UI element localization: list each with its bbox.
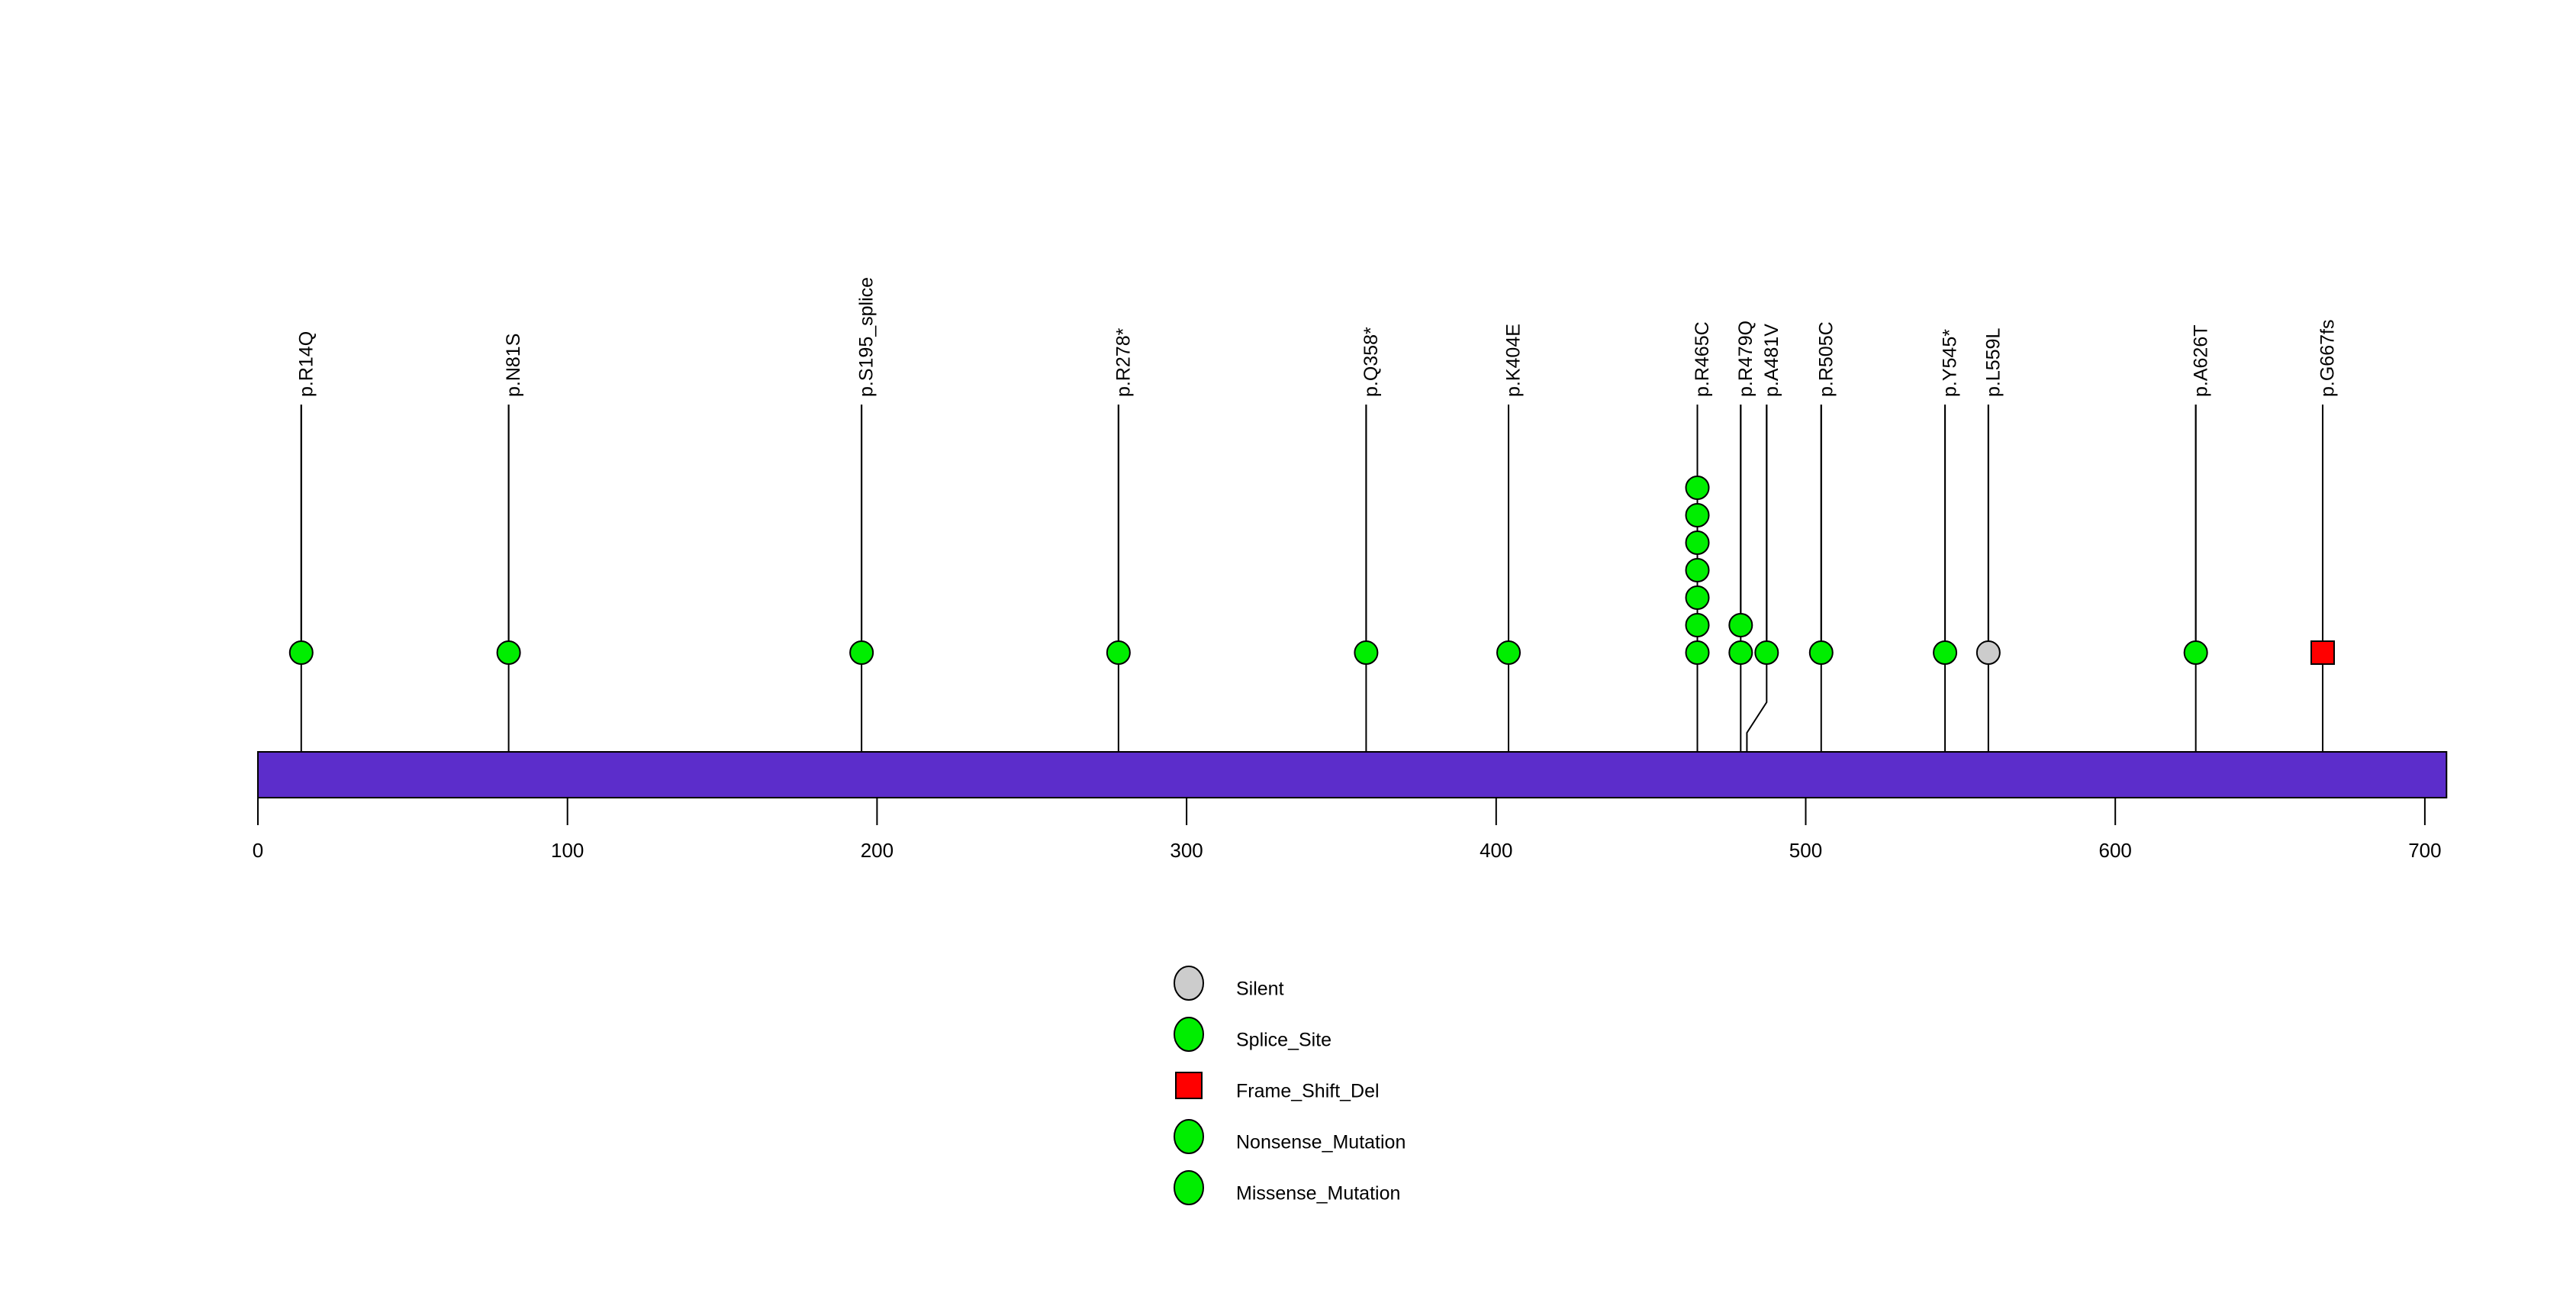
legend-entry-label: Missense_Mutation	[1236, 1183, 1400, 1205]
legend-entry-label: Splice_Site	[1236, 1030, 1331, 1051]
legend-swatch-circle	[1174, 1119, 1204, 1154]
legend-entry-label: Nonsense_Mutation	[1236, 1132, 1406, 1153]
x-axis-tick-label: 0	[253, 839, 263, 862]
x-axis-tick-label: 500	[1789, 839, 1822, 862]
legend: SilentSplice_SiteFrame_Shift_DelNonsense…	[1174, 966, 1406, 1205]
x-axis-tick-label: 100	[551, 839, 584, 862]
mutation-marker-square[interactable]	[2310, 640, 2336, 665]
legend-swatch-circle	[1174, 1170, 1204, 1205]
mutation-marker-circle[interactable]	[1975, 640, 2001, 665]
x-axis: 0 100 200 300 400 500 600 700	[253, 798, 2442, 862]
legend-swatch-circle	[1174, 966, 1204, 1001]
mutation-label: p.A481V	[1761, 324, 1782, 397]
mutation-label: p.R465C	[1692, 321, 1713, 397]
mutation-label: p.K404E	[1503, 324, 1525, 397]
mutation-marker-circle[interactable]	[1933, 640, 1958, 665]
mutation-marker-circle[interactable]	[1728, 613, 1753, 637]
mutation-marker-circle[interactable]	[1754, 640, 1779, 665]
mutation-labels-layer: p.R14Q p.N81S p.S195_splice p.R278* p.Q358* p…	[295, 277, 2338, 397]
mutation-label: p.R505C	[1815, 321, 1837, 397]
x-axis-tick-label: 300	[1170, 839, 1203, 862]
x-axis-tick-label: 700	[2408, 839, 2441, 862]
mutation-marker-circle[interactable]	[1685, 585, 1710, 610]
mutation-marker-circle[interactable]	[1685, 558, 1710, 582]
mutation-markers-layer	[288, 476, 2336, 665]
mutation-marker-circle[interactable]	[1685, 503, 1710, 527]
mutation-label: p.R479Q	[1735, 321, 1757, 397]
legend-swatch-square	[1175, 1072, 1203, 1099]
x-axis-tick-label: 200	[861, 839, 894, 862]
mutation-marker-circle[interactable]	[288, 640, 314, 665]
legend-swatch-circle	[1174, 1017, 1204, 1052]
mutation-marker-circle[interactable]	[1354, 640, 1379, 665]
mutation-marker-circle[interactable]	[1685, 531, 1710, 555]
mutation-label: p.G667fs	[2317, 320, 2339, 397]
mutation-label: p.S195_splice	[856, 277, 877, 397]
mutation-label: p.Y545*	[1940, 329, 1961, 397]
mutation-marker-circle[interactable]	[496, 640, 521, 665]
legend-entry-label: Silent	[1236, 979, 1284, 1000]
mutation-marker-circle[interactable]	[1685, 476, 1710, 500]
mutation-marker-circle[interactable]	[849, 640, 874, 665]
mutation-marker-circle[interactable]	[1496, 640, 1521, 665]
mutation-label: p.A626T	[2190, 324, 2211, 397]
protein-domain-bar	[257, 751, 2448, 798]
mutation-label: p.L559L	[1982, 328, 2004, 397]
mutation-label: p.N81S	[503, 334, 524, 397]
mutation-label: p.Q358*	[1360, 327, 1382, 397]
mutation-marker-circle[interactable]	[2183, 640, 2208, 665]
protein-backbone	[257, 751, 2448, 798]
legend-entry-label: Frame_Shift_Del	[1236, 1081, 1380, 1102]
mutation-marker-circle[interactable]	[1685, 613, 1710, 637]
mutation-marker-circle[interactable]	[1728, 640, 1753, 665]
mutation-label: p.R278*	[1113, 327, 1134, 397]
mutation-label: p.R14Q	[295, 331, 317, 397]
mutation-marker-circle[interactable]	[1808, 640, 1834, 665]
x-axis-tick-label: 400	[1480, 839, 1512, 862]
stems-layer	[300, 405, 2324, 798]
mutation-marker-circle[interactable]	[1106, 640, 1131, 665]
lollipop-stem	[1746, 405, 1768, 798]
mutation-marker-circle[interactable]	[1685, 640, 1710, 665]
x-axis-tick-label: 600	[2099, 839, 2132, 862]
